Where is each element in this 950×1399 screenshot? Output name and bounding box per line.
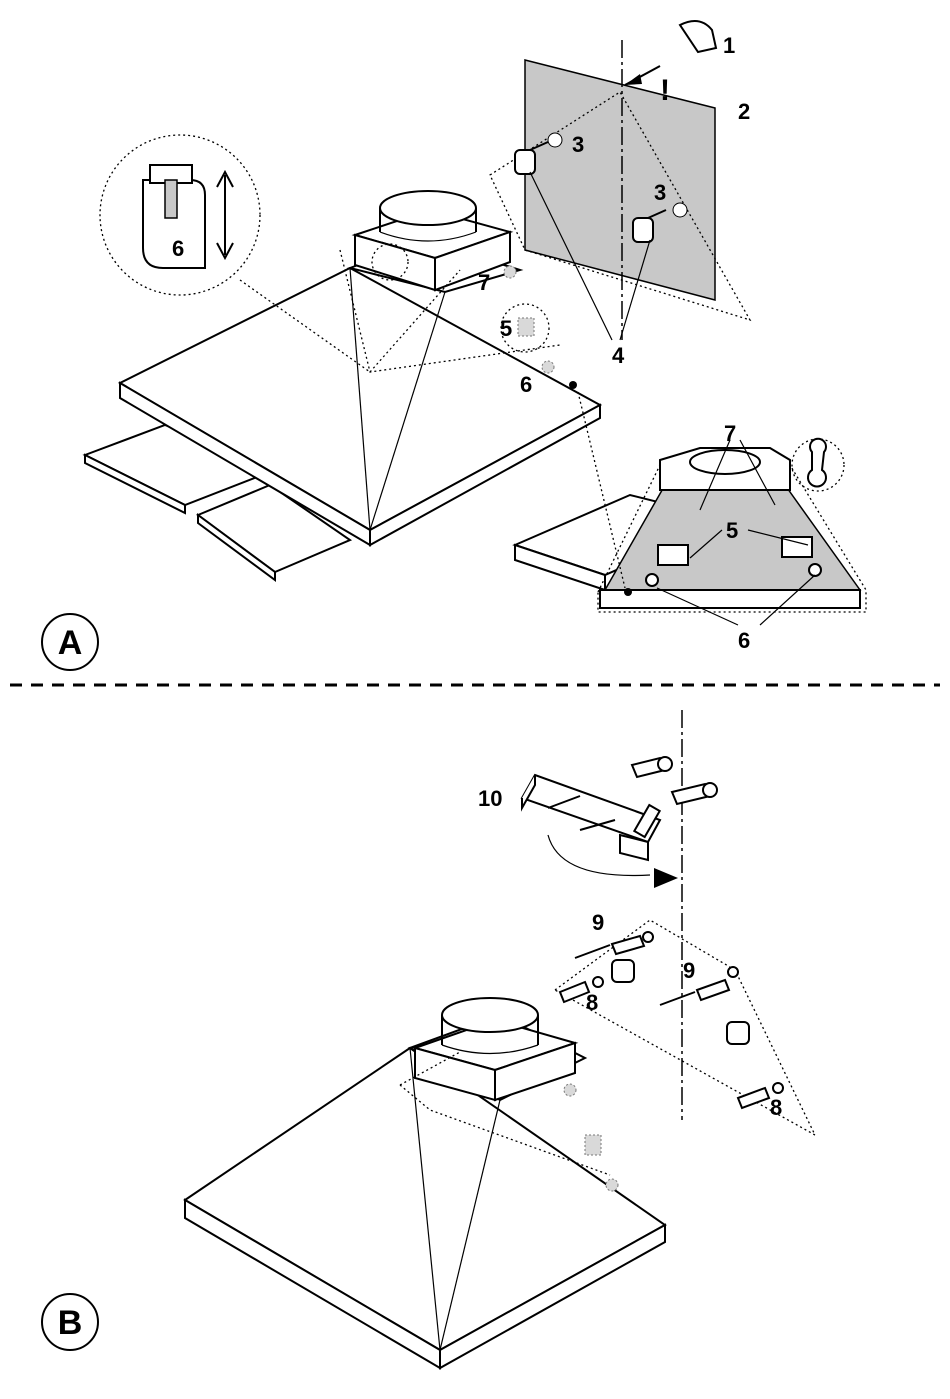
section-b: B 10 9 9 8 8 (42, 710, 815, 1368)
section-a-label: A (58, 624, 83, 662)
callout-1: 1 (723, 33, 735, 58)
section-b-label: B (58, 1304, 83, 1342)
callout-5: 5 (500, 316, 512, 341)
hood-b (185, 998, 665, 1368)
callout-10: 10 (478, 786, 502, 811)
callout-8-right: 8 (770, 1095, 782, 1120)
callout-4: 4 (612, 343, 625, 368)
callout-exclamation: ! (660, 74, 670, 107)
callout-6-underside: 6 (738, 628, 750, 653)
callout-2: 2 (738, 99, 750, 124)
callout-3-upper: 3 (572, 132, 584, 157)
callout-7-underside: 7 (724, 421, 736, 446)
callout-9-right: 9 (683, 958, 695, 983)
callout-7: 7 (478, 270, 490, 295)
mounting-bracket (522, 757, 717, 888)
callout-9-left: 9 (592, 910, 604, 935)
callout-6-zoom: 6 (172, 236, 184, 261)
callout-3-lower: 3 (654, 180, 666, 205)
callout-5-underside: 5 (726, 518, 738, 543)
section-a: A 1 ! 2 3 3 4 6 7 5 6 7 5 6 (42, 21, 866, 670)
callout-6: 6 (520, 372, 532, 397)
callout-8-left: 8 (586, 990, 598, 1015)
wall-template (490, 21, 750, 340)
